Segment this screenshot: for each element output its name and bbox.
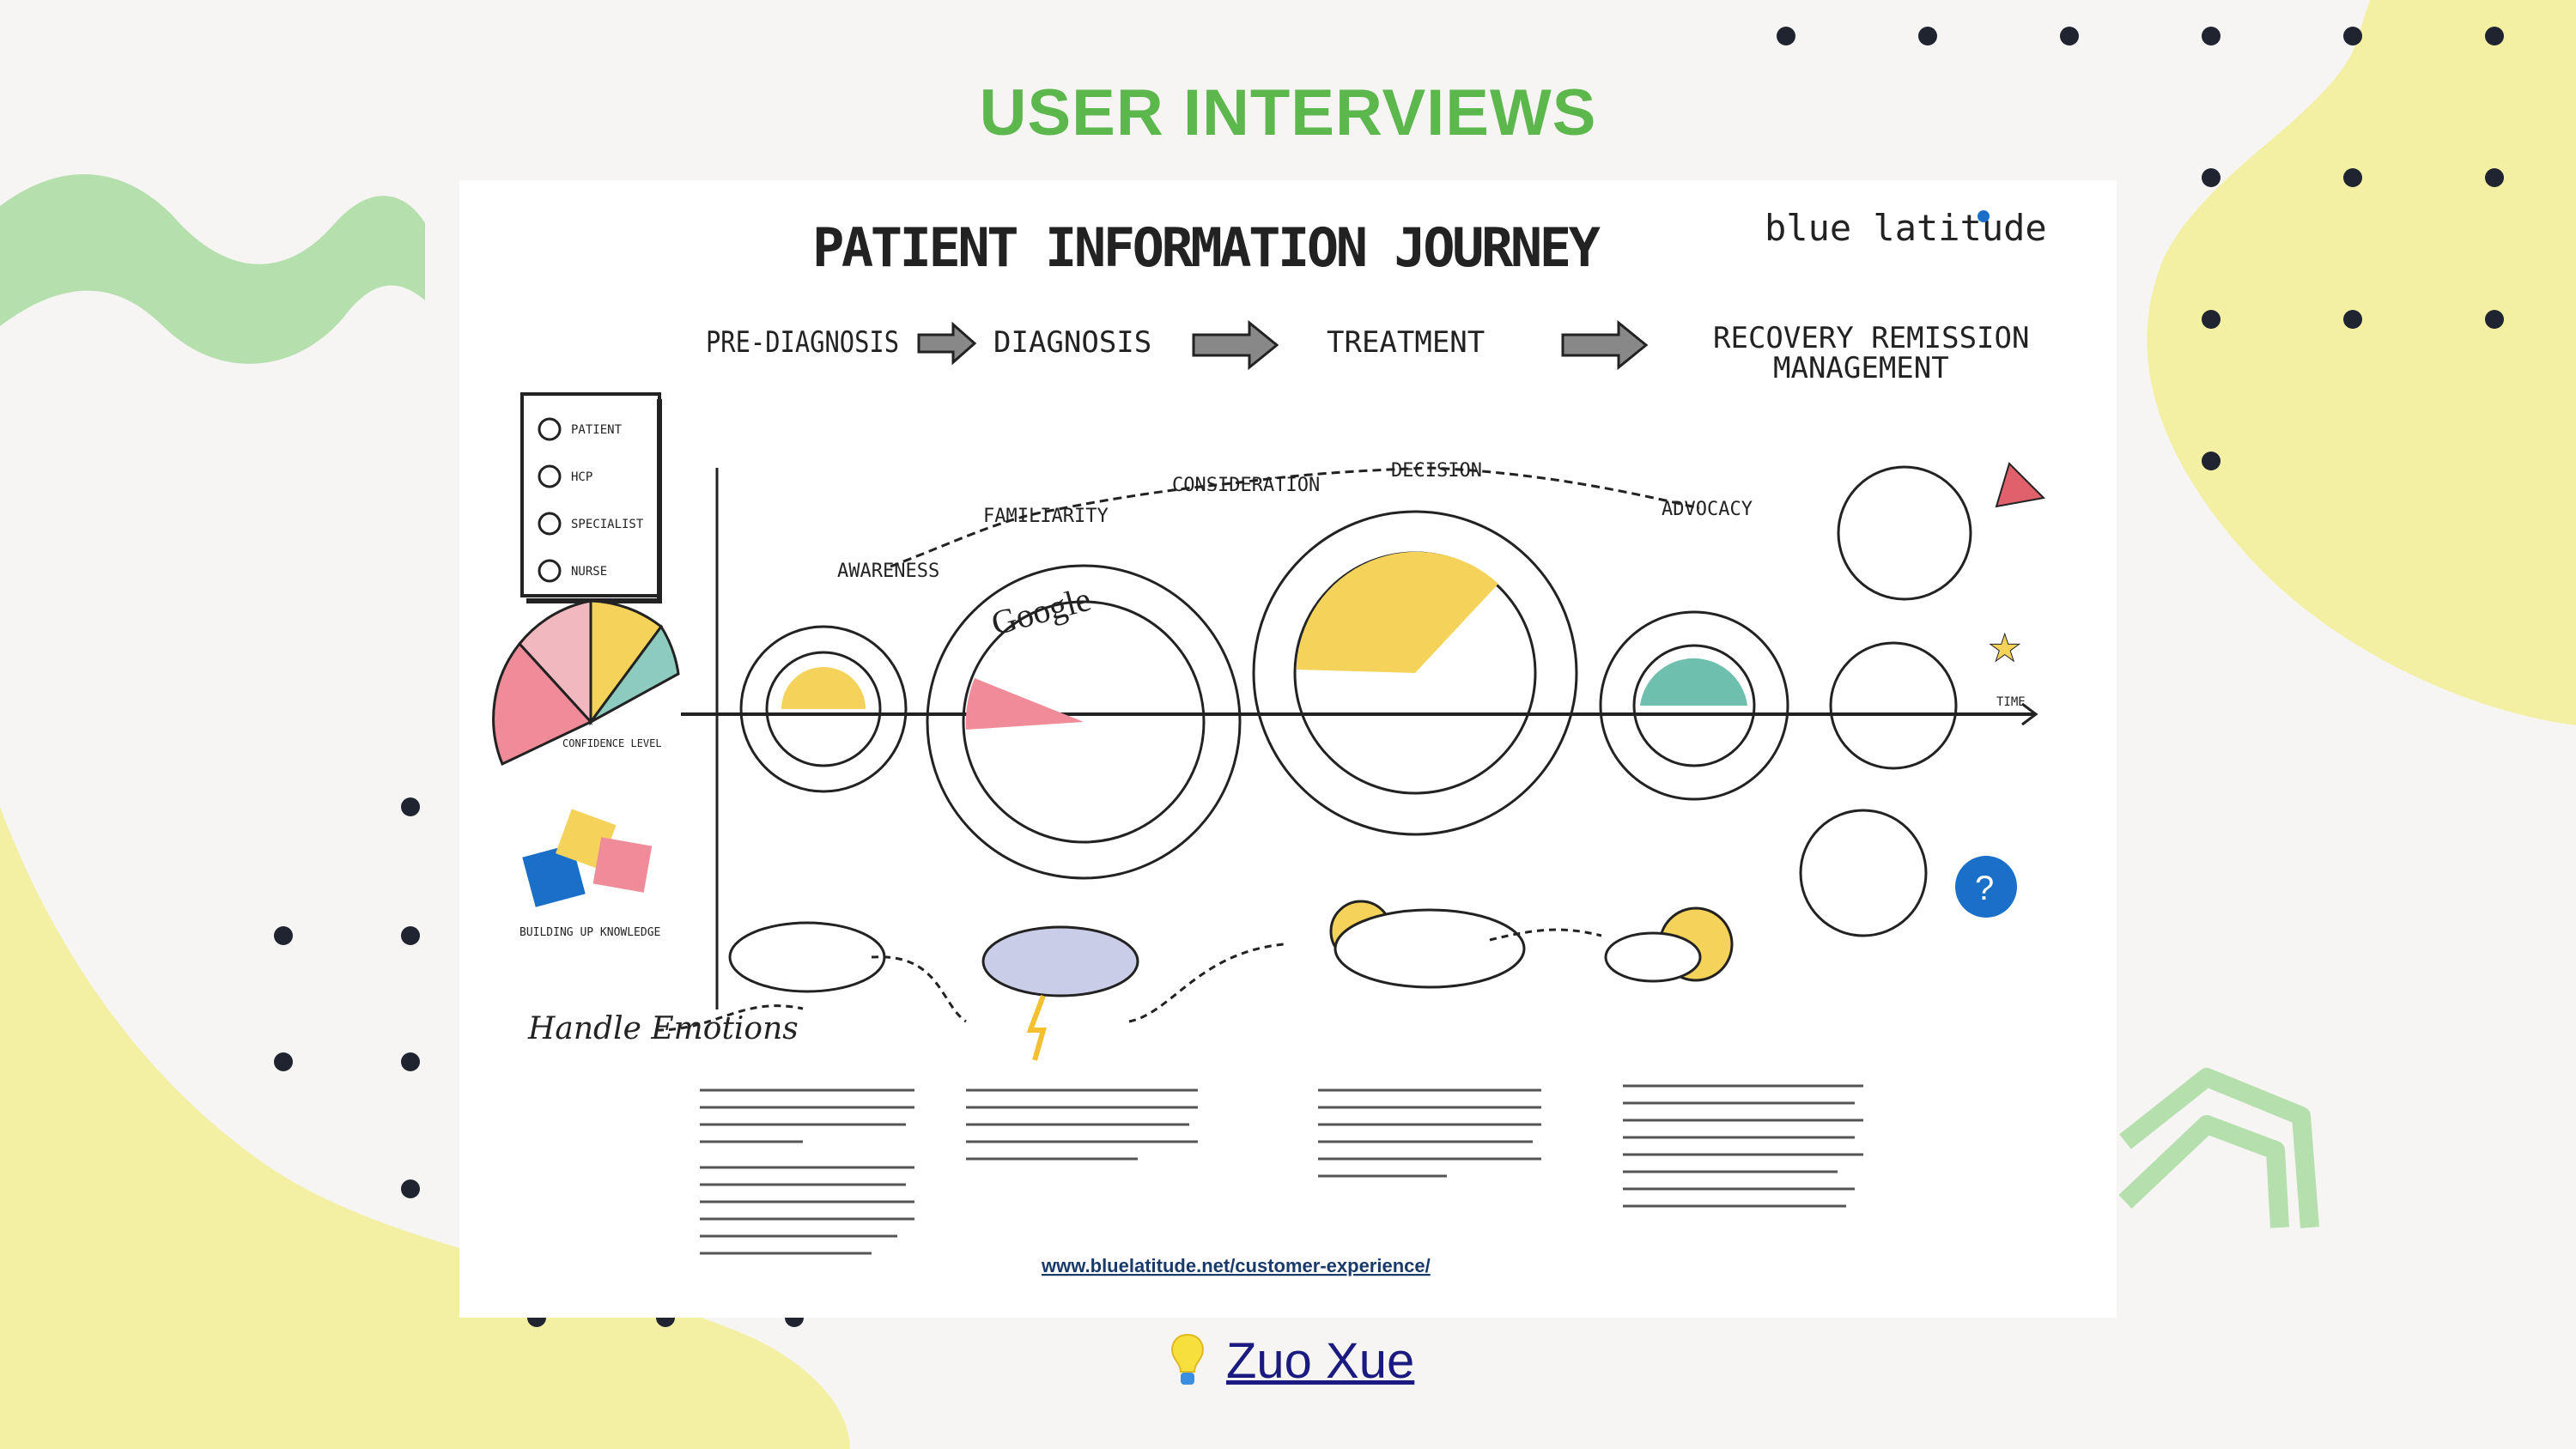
patient-journey-sketch: PATIENT INFORMATION JOURNEY blue latitud… <box>459 180 2117 1318</box>
journey-familiarity: FAMILIARITY <box>983 506 1109 527</box>
decor-dot <box>2485 310 2504 329</box>
svg-text:?: ? <box>1975 870 1994 907</box>
weather-clouds <box>728 900 1734 1061</box>
page-title: USER INTERVIEWS <box>979 76 1597 149</box>
lightbulb-icon <box>1171 1333 1204 1385</box>
confidence-label: CONFIDENCE LEVEL <box>562 737 662 749</box>
sketch-title: PATIENT INFORMATION JOURNEY <box>812 216 1601 279</box>
gauge-confidence: CONFIDENCE LEVEL <box>492 599 680 767</box>
stage-treatment: TREATMENT <box>1327 325 1485 360</box>
stage-circles: Google <box>739 465 1972 937</box>
time-axis-label: TIME <box>1996 695 2026 709</box>
arrow-icon <box>1192 319 1279 371</box>
arrow-icon <box>1561 319 1649 371</box>
flag-icon <box>1995 462 2046 508</box>
decor-dot <box>401 1179 420 1198</box>
journey-advocacy: ADVOCACY <box>1662 499 1753 520</box>
decor-dot <box>2202 452 2221 470</box>
decor-dot <box>2343 310 2362 329</box>
yellow-blob-right <box>2147 0 2576 725</box>
decor-dot <box>401 1052 420 1071</box>
description-text-blocks <box>700 1084 1863 1255</box>
decor-dot <box>274 926 293 945</box>
legend-nurse: NURSE <box>571 565 607 579</box>
logo-blue-latitude: blue latitude <box>1765 207 2047 249</box>
stage-recovery: RECOVERY REMISSION <box>1713 321 2029 355</box>
legend-specialist: SPECIALIST <box>571 518 644 531</box>
arrow-icon <box>917 321 977 366</box>
decor-dot <box>2343 27 2362 45</box>
journey-labels: AWARENESS FAMILIARITY CONSIDERATION DECI… <box>837 460 1753 582</box>
question-bubble-icon: ? <box>1955 856 2017 918</box>
journey-awareness: AWARENESS <box>837 561 939 582</box>
journey-decision: DECISION <box>1391 460 1482 482</box>
decor-dot <box>1918 27 1937 45</box>
green-wave <box>0 173 425 364</box>
decor-dot <box>2485 27 2504 45</box>
legend-patient: PATIENT <box>571 423 623 437</box>
author-link[interactable]: Zuo Xue <box>1226 1332 1415 1389</box>
decor-dot <box>401 797 420 816</box>
sketch-drawing: PATIENT INFORMATION JOURNEY blue latitud… <box>492 207 2047 1276</box>
decor-dot <box>274 1052 293 1071</box>
decor-dot <box>2060 27 2079 45</box>
knowledge-label: BUILDING UP KNOWLEDGE <box>519 926 660 939</box>
decor-dot <box>2202 310 2221 329</box>
footer-credit: Zuo Xue <box>1168 1326 1414 1395</box>
stage-management: MANAGEMENT <box>1773 351 1949 385</box>
decor-dot <box>1777 27 1795 45</box>
decor-dot <box>2202 168 2221 187</box>
decor-dot <box>401 926 420 945</box>
decor-dot <box>2485 168 2504 187</box>
yellow-blob-bottom-left <box>0 807 850 1449</box>
journey-consideration: CONSIDERATION <box>1172 475 1320 496</box>
legend: PATIENT HCP SPECIALIST NURSE <box>520 392 662 603</box>
logo-dot <box>1978 210 1990 222</box>
green-outline-shape <box>2118 1068 2319 1228</box>
stage-diagnosis: DIAGNOSIS <box>993 325 1151 360</box>
legend-hcp: HCP <box>571 470 592 484</box>
puzzle-knowledge: BUILDING UP KNOWLEDGE <box>519 809 660 939</box>
decor-dot <box>2343 168 2362 187</box>
decor-dot <box>2202 27 2221 45</box>
source-url: www.bluelatitude.net/customer-experience… <box>1041 1255 1431 1276</box>
stage-pre-diagnosis: PRE-DIAGNOSIS <box>706 325 899 360</box>
emotion-path <box>656 928 1602 1032</box>
star-icon: ★ <box>1988 627 2021 670</box>
